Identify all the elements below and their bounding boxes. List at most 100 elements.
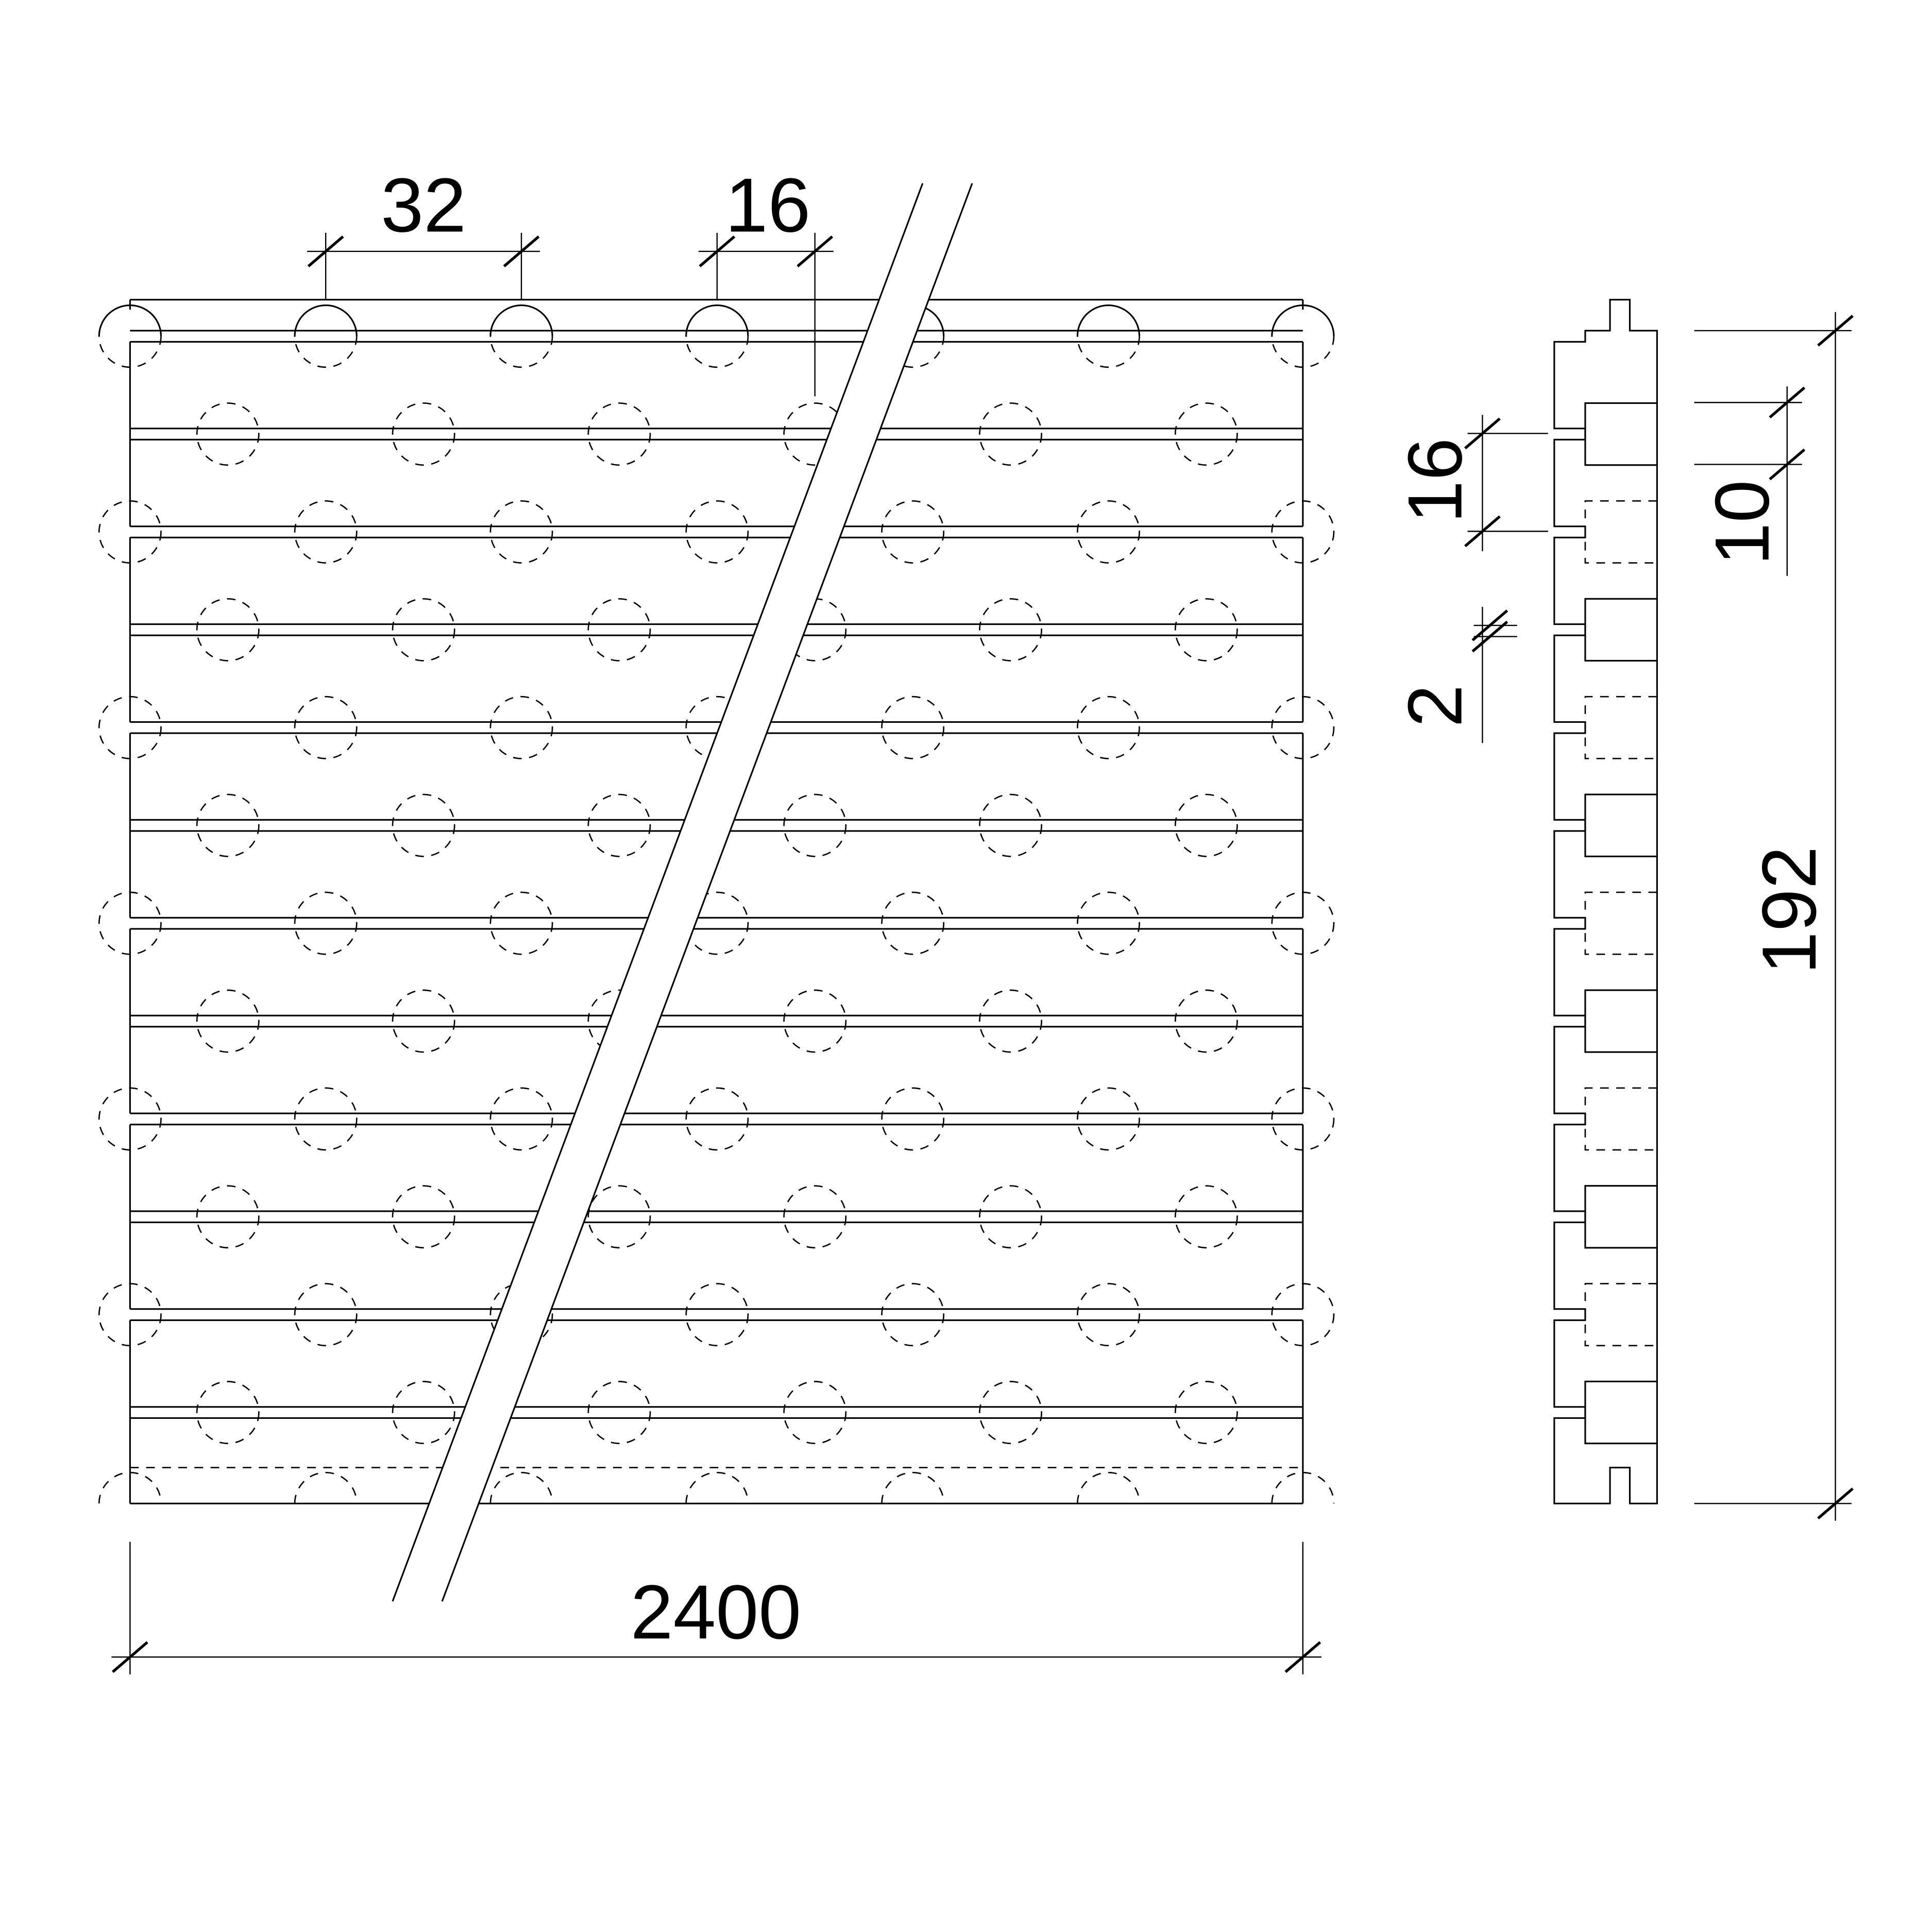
hidden-hole-outline (1174, 1381, 1238, 1445)
hidden-hole-outline (196, 793, 260, 857)
hidden-hole-outline (489, 1087, 553, 1151)
hidden-hole-outline (196, 1185, 260, 1249)
hidden-hole-outline (294, 696, 358, 759)
hidden-hole-outline (881, 1283, 945, 1347)
hidden-profile-hole (1584, 1283, 1657, 1347)
profile-hole-section (1584, 1380, 1657, 1445)
hidden-hole-outline (489, 1471, 553, 1504)
hidden-hole-outline (98, 696, 162, 759)
dim-label-groove-width: 2 (1392, 685, 1478, 727)
hidden-hole-outline (685, 1283, 749, 1347)
break-line (392, 183, 924, 1602)
dim-label-hole-spacing: 32 (381, 162, 466, 248)
hidden-hole-outline (294, 500, 358, 564)
hidden-hole-outline (1174, 598, 1238, 662)
hidden-hole-outline (685, 1087, 749, 1151)
hidden-hole-outline (881, 1087, 945, 1151)
hidden-hole-outline (979, 793, 1042, 857)
hidden-hole-outline (881, 1471, 945, 1504)
hidden-profile-hole (1584, 696, 1657, 759)
hidden-profile-hole (1584, 1087, 1657, 1151)
hidden-hole-outline (587, 793, 651, 857)
hidden-hole-outline (783, 1381, 847, 1445)
profile-hole-section (1584, 598, 1657, 662)
hidden-hole-outline (489, 336, 553, 368)
hidden-hole-outline (196, 598, 260, 662)
hidden-hole-outline (1174, 402, 1238, 466)
dimension-tick (1284, 1641, 1321, 1673)
hidden-hole-outline (685, 500, 749, 564)
hidden-hole-outline (1271, 1087, 1335, 1151)
hidden-hole-outline (1271, 1283, 1335, 1347)
hidden-hole-outline (98, 1283, 162, 1347)
hidden-hole-outline (783, 1185, 847, 1249)
dimension-tick (1769, 448, 1806, 481)
break-band (393, 183, 973, 1602)
hidden-hole-outline (98, 1087, 162, 1151)
dimension-tick (1464, 417, 1501, 450)
dimension-tick (1769, 386, 1806, 419)
hidden-hole-outline (294, 1471, 358, 1504)
dim-label-total-height: 192 (1746, 846, 1832, 975)
hidden-hole-outline (881, 696, 945, 759)
hidden-hole-outline (979, 598, 1042, 662)
hidden-hole-outline (196, 1381, 260, 1445)
hidden-hole-outline (979, 402, 1042, 466)
dimension-tick (503, 235, 540, 267)
hidden-hole-outline (587, 1381, 651, 1445)
hidden-hole-outline (294, 336, 358, 368)
hidden-hole-outline (979, 989, 1042, 1053)
hidden-hole-outline (1271, 336, 1335, 368)
break-line (441, 183, 973, 1602)
hidden-hole-outline (783, 793, 847, 857)
dim-label-total-width: 2400 (631, 1569, 802, 1655)
hidden-hole-outline (98, 336, 162, 368)
hidden-hole-outline (489, 891, 553, 955)
hidden-hole-outline (392, 793, 455, 857)
profile-hole-section (1584, 793, 1657, 857)
hidden-hole-outline (392, 1381, 455, 1445)
dimension-tick (307, 235, 344, 267)
hidden-hole-outline (685, 336, 749, 368)
dimension-tick (1817, 1487, 1854, 1520)
hidden-hole-outline (1077, 336, 1140, 368)
hidden-hole-outline (1077, 1471, 1140, 1504)
dim-label-tongue-height: 10 (1699, 480, 1785, 566)
dimension-tick (1817, 314, 1854, 347)
hidden-hole-outline (587, 1185, 651, 1249)
hidden-hole-outline (1077, 891, 1140, 955)
dimension-tick (699, 235, 736, 267)
dimension-tick (1471, 609, 1509, 641)
hidden-hole-outline (196, 402, 260, 466)
hidden-hole-outline (979, 1381, 1042, 1445)
hidden-hole-outline (392, 1185, 455, 1249)
hidden-hole-outline (783, 989, 847, 1053)
hidden-hole-outline (392, 989, 455, 1053)
hidden-hole-outline (1077, 1283, 1140, 1347)
hidden-hole-outline (1077, 696, 1140, 759)
hidden-hole-outline (881, 891, 945, 955)
dimension-tick (112, 1641, 148, 1673)
hole-outline (489, 304, 553, 336)
hidden-hole-outline (881, 500, 945, 564)
plate-plan-view (98, 299, 1335, 1504)
hidden-hole-outline (294, 1283, 358, 1347)
hidden-hole-outline (1271, 1471, 1335, 1504)
hidden-hole-outline (979, 1185, 1042, 1249)
hidden-profile-hole (1584, 500, 1657, 564)
dimension-tick (796, 235, 834, 267)
hidden-hole-outline (587, 402, 651, 466)
dim-label-profile-hole-diameter: 16 (1392, 438, 1478, 523)
dim-label-hole-diameter: 16 (725, 162, 811, 248)
hole-outline (1076, 304, 1141, 336)
hidden-hole-outline (1271, 500, 1335, 564)
hidden-hole-outline (587, 598, 651, 662)
hidden-hole-outline (1271, 891, 1335, 955)
hidden-hole-outline (392, 402, 455, 466)
hidden-hole-outline (98, 891, 162, 955)
profile-outline (1553, 299, 1658, 1504)
hidden-hole-outline (685, 1471, 749, 1504)
hidden-hole-outline (98, 500, 162, 564)
hidden-hole-outline (1174, 989, 1238, 1053)
